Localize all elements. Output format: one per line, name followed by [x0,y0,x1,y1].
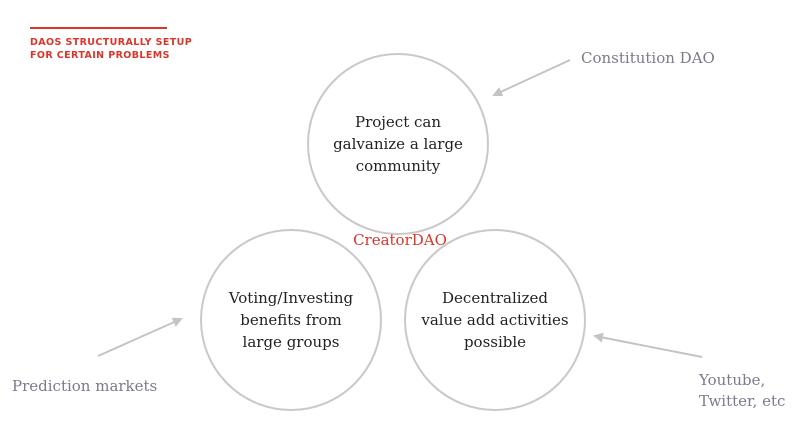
circle-decentralized-value: Decentralized value add activities possi… [404,229,586,411]
circle-project-community: Project can galvanize a large community [307,53,489,235]
circle-voting-investing: Voting/Investing benefits from large gro… [200,229,382,411]
circle-right-text: Decentralized value add activities possi… [421,289,569,351]
header-rule [30,27,167,29]
creator-dao-label: CreatorDAO [353,231,447,249]
prediction-markets-label: Prediction markets [12,377,158,395]
arrow-constitution-to-top [492,59,571,97]
youtube-twitter-label: Youtube, Twitter, etc [699,371,786,410]
circle-left-text: Voting/Investing benefits from large gro… [228,289,354,351]
circle-top-text: Project can galvanize a large community [333,113,463,175]
section-title: DAOS STRUCTURALLY SETUP FOR CERTAIN PROB… [30,37,193,61]
constitution-dao-label: Constitution DAO [581,49,715,67]
arrow-prediction-to-left [97,317,183,357]
arrow-youtube-to-right [593,332,703,358]
